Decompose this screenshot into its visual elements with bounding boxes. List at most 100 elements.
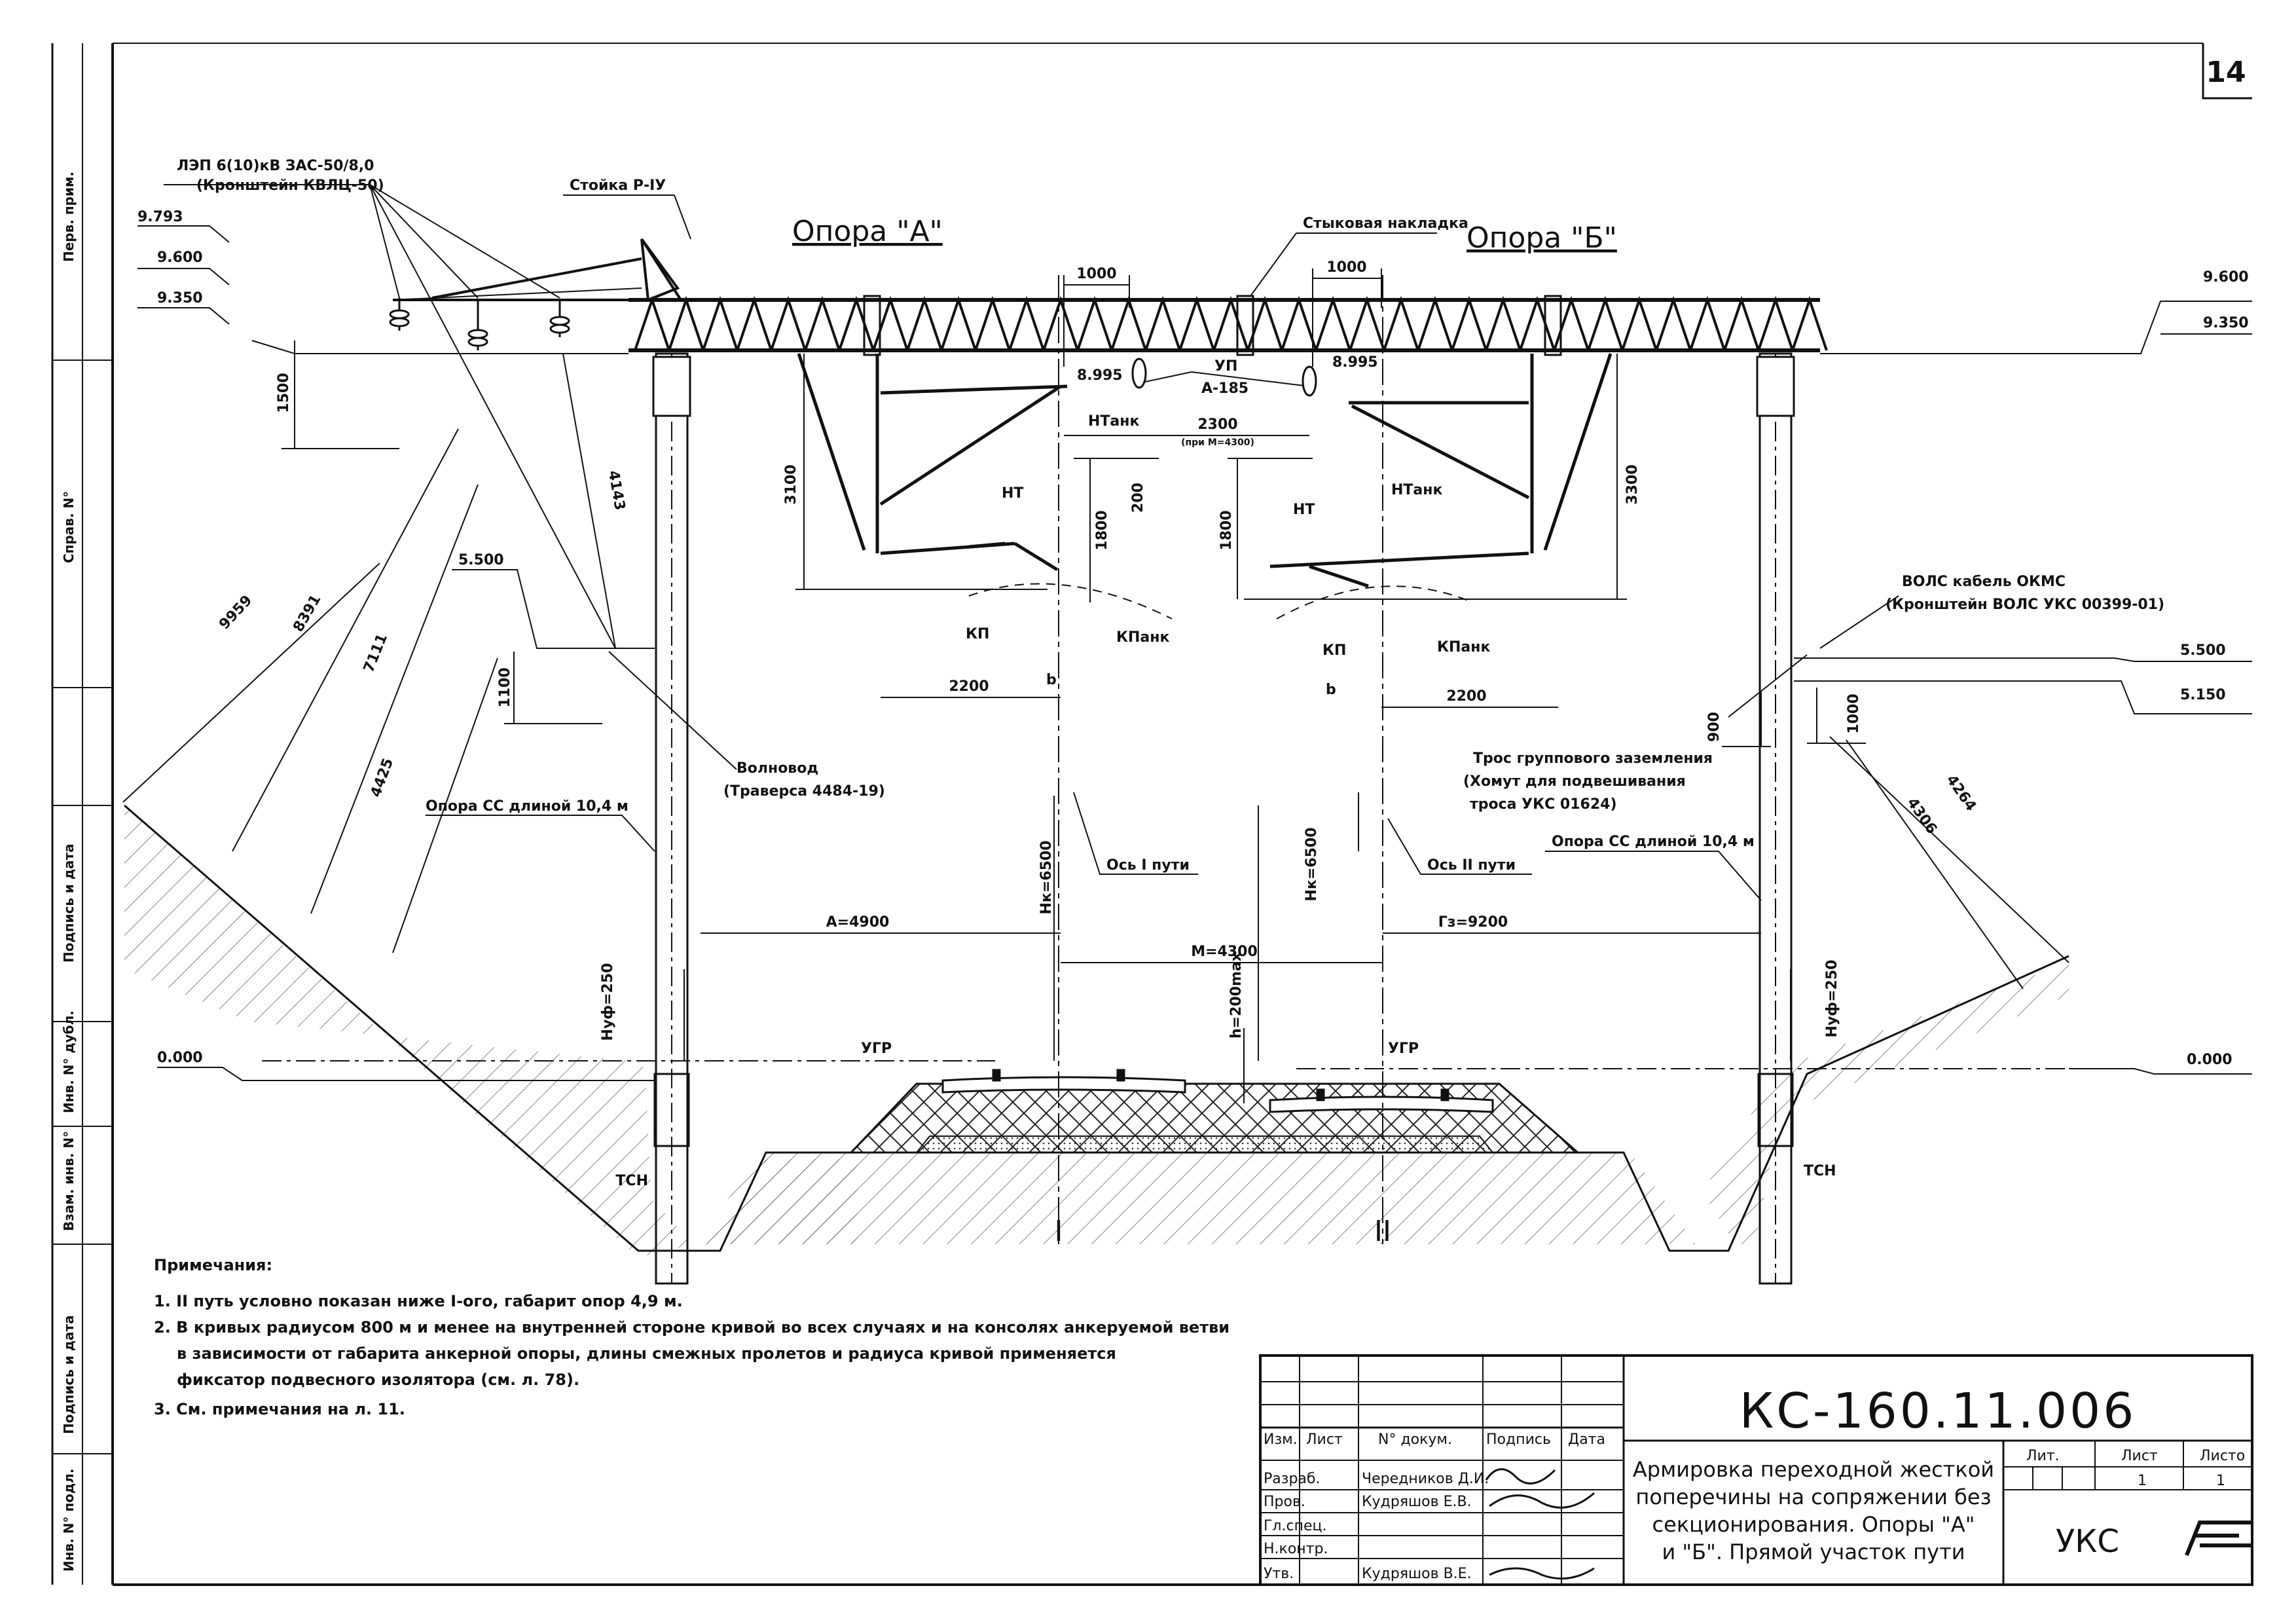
- note-1: 1. II путь условно показан ниже I-ого, г…: [154, 1292, 683, 1310]
- cantilever-right: [1269, 353, 1613, 588]
- note-3: 3. См. примечания на л. 11.: [154, 1400, 405, 1418]
- notes: Примечания: 1. II путь условно показан н…: [154, 1256, 1230, 1418]
- sheet-number: 14: [2206, 56, 2246, 89]
- a185-label: А-185: [1201, 380, 1248, 397]
- org-logo: [2185, 1521, 2252, 1557]
- volnovod-traversa-label: (Траверса 4484-19): [723, 783, 885, 800]
- levels-right: [1794, 301, 2252, 1075]
- title-block: [1259, 1354, 2253, 1586]
- level-8995-right: 8.995: [1332, 354, 1378, 371]
- dim-4306: 4306: [1904, 795, 1941, 837]
- ugr-label-left: УГР: [861, 1041, 892, 1057]
- dim-h6500-left: Нк=6500: [1038, 840, 1055, 914]
- pole-left: [652, 352, 691, 1285]
- org-label: УКС: [2056, 1523, 2119, 1560]
- note-2: 2. В кривых радиусом 800 м и менее на вн…: [154, 1318, 1230, 1337]
- role-prov: Пров.: [1264, 1494, 1305, 1510]
- dim-m4300: М=4300: [1191, 944, 1258, 960]
- dimension-lines: [122, 268, 2069, 1103]
- dim-hupf-right: Нуф=250: [1824, 960, 1840, 1038]
- ntank-label-right: НТанк: [1391, 482, 1442, 498]
- level-5150: 5.150: [2180, 687, 2226, 703]
- kp-label-right: КП: [1322, 642, 1346, 659]
- kp-label-left: КП: [966, 626, 989, 642]
- note-2c: фиксатор подвесного изолятора (см. л. 78…: [177, 1371, 579, 1389]
- dim-a4900: А=4900: [826, 914, 890, 931]
- feeder-insulators: [1131, 358, 1317, 397]
- hdr-podpis: Подпись: [1486, 1431, 1551, 1448]
- side-table: Перв. прим. Справ. N° Подпись и дата Инв…: [61, 172, 77, 1572]
- os2-label: Ось II пути: [1427, 857, 1516, 874]
- side-cell-7: Инв. N° подл.: [61, 1469, 77, 1572]
- lep-bracket-label: (Кронштейн КВЛЦ-50): [196, 177, 384, 194]
- stoika-label: Стойка Р-IУ: [570, 177, 666, 194]
- volnovod-label: Волновод: [737, 760, 818, 777]
- level-0000-right: 0.000: [2187, 1052, 2232, 1068]
- dim-9959: 9959: [216, 593, 255, 633]
- os1-label: Ось I пути: [1106, 857, 1190, 874]
- dim-1800-left: 1800: [1094, 510, 1110, 550]
- dim-1800-right: 1800: [1218, 510, 1235, 550]
- notes-heading: Примечания:: [154, 1256, 272, 1274]
- doc-code: КС-160.11.006: [1740, 1383, 2137, 1439]
- lit-label: Лит.: [2026, 1448, 2060, 1464]
- track-1-mark: I: [1055, 1215, 1063, 1248]
- dim-7111: 7111: [361, 631, 391, 674]
- dim-2200-left: 2200: [949, 678, 989, 695]
- level-5500-left: 5.500: [458, 552, 504, 568]
- dim-hupf-left: Нуф=250: [600, 963, 616, 1041]
- title-support-b: Опора "Б": [1467, 221, 1617, 255]
- dim-g9200: Гз=9200: [1438, 914, 1508, 931]
- ntank-label-left: НТанк: [1088, 413, 1139, 430]
- hdr-list: Лист: [1306, 1431, 1343, 1448]
- tsn-label-right: ТСН: [1804, 1163, 1836, 1179]
- dim-1000-vertical: 1000: [1846, 693, 1862, 733]
- title-line-2: поперечины на сопряжении без: [1635, 1485, 1991, 1509]
- hdr-ndoc: N° докум.: [1378, 1431, 1452, 1448]
- track-axes: [1058, 275, 1383, 1244]
- dim-3300: 3300: [1624, 464, 1641, 504]
- dim-1500: 1500: [276, 373, 292, 413]
- dim-2300-note: (при М=4300): [1181, 437, 1254, 448]
- side-cell-2: Справ. N°: [61, 491, 77, 563]
- dim-900: 900: [1706, 712, 1722, 742]
- nt-label-right: НТ: [1293, 502, 1315, 518]
- ugr-label-right: УГР: [1388, 1041, 1419, 1057]
- vols-label: ВОЛС кабель ОКМС: [1902, 574, 2066, 590]
- b-right: b: [1326, 682, 1336, 698]
- vols-bracket-label: (Кронштейн ВОЛС УКС 00399-01): [1886, 597, 2164, 613]
- dim-4264: 4264: [1943, 772, 1980, 814]
- title-line-3: секционирования. Опоры "А": [1652, 1512, 1975, 1537]
- ground: [124, 804, 2069, 1257]
- level-9793: 9.793: [137, 209, 183, 225]
- hdr-data: Дата: [1568, 1431, 1605, 1448]
- title-line-4: и "Б". Прямой участок пути: [1662, 1540, 1965, 1564]
- dim-4425: 4425: [368, 756, 397, 800]
- tros-hom-label: (Хомут для подвешивания: [1463, 773, 1686, 790]
- dim-4143: 4143: [605, 470, 628, 512]
- level-9600-right: 9.600: [2203, 269, 2249, 286]
- kpank-label-right: КПанк: [1437, 639, 1490, 655]
- up-label: УП: [1214, 358, 1237, 375]
- b-left: b: [1046, 672, 1057, 688]
- lep-leaders: [164, 184, 616, 649]
- level-9350-left: 9.350: [157, 290, 203, 306]
- dim-2200-right: 2200: [1446, 688, 1486, 705]
- side-cell-6: Подпись и дата: [61, 1315, 77, 1434]
- cantilever-left: [797, 353, 1068, 572]
- lep-insulators: [389, 298, 570, 350]
- sheets-label: Листо: [2200, 1448, 2245, 1464]
- level-9600-left: 9.600: [157, 249, 203, 266]
- lep-bracket: [392, 238, 682, 302]
- side-cell-5: Взам. инв. N°: [61, 1131, 77, 1231]
- track-2-mark: II: [1374, 1215, 1391, 1248]
- role-nkontr: Н.контр.: [1264, 1541, 1328, 1557]
- level-8995-left: 8.995: [1077, 367, 1123, 384]
- lep-label: ЛЭП 6(10)кВ ЗАС-50/8,0: [177, 158, 374, 174]
- kpank-label-left: КПанк: [1116, 629, 1169, 646]
- dim-200: 200: [1130, 483, 1146, 513]
- opora-left-label: Опора СС длиной 10,4 м: [426, 798, 629, 815]
- side-cell-3: Подпись и дата: [61, 843, 77, 963]
- opora-right-label: Опора СС длиной 10,4 м: [1552, 834, 1755, 850]
